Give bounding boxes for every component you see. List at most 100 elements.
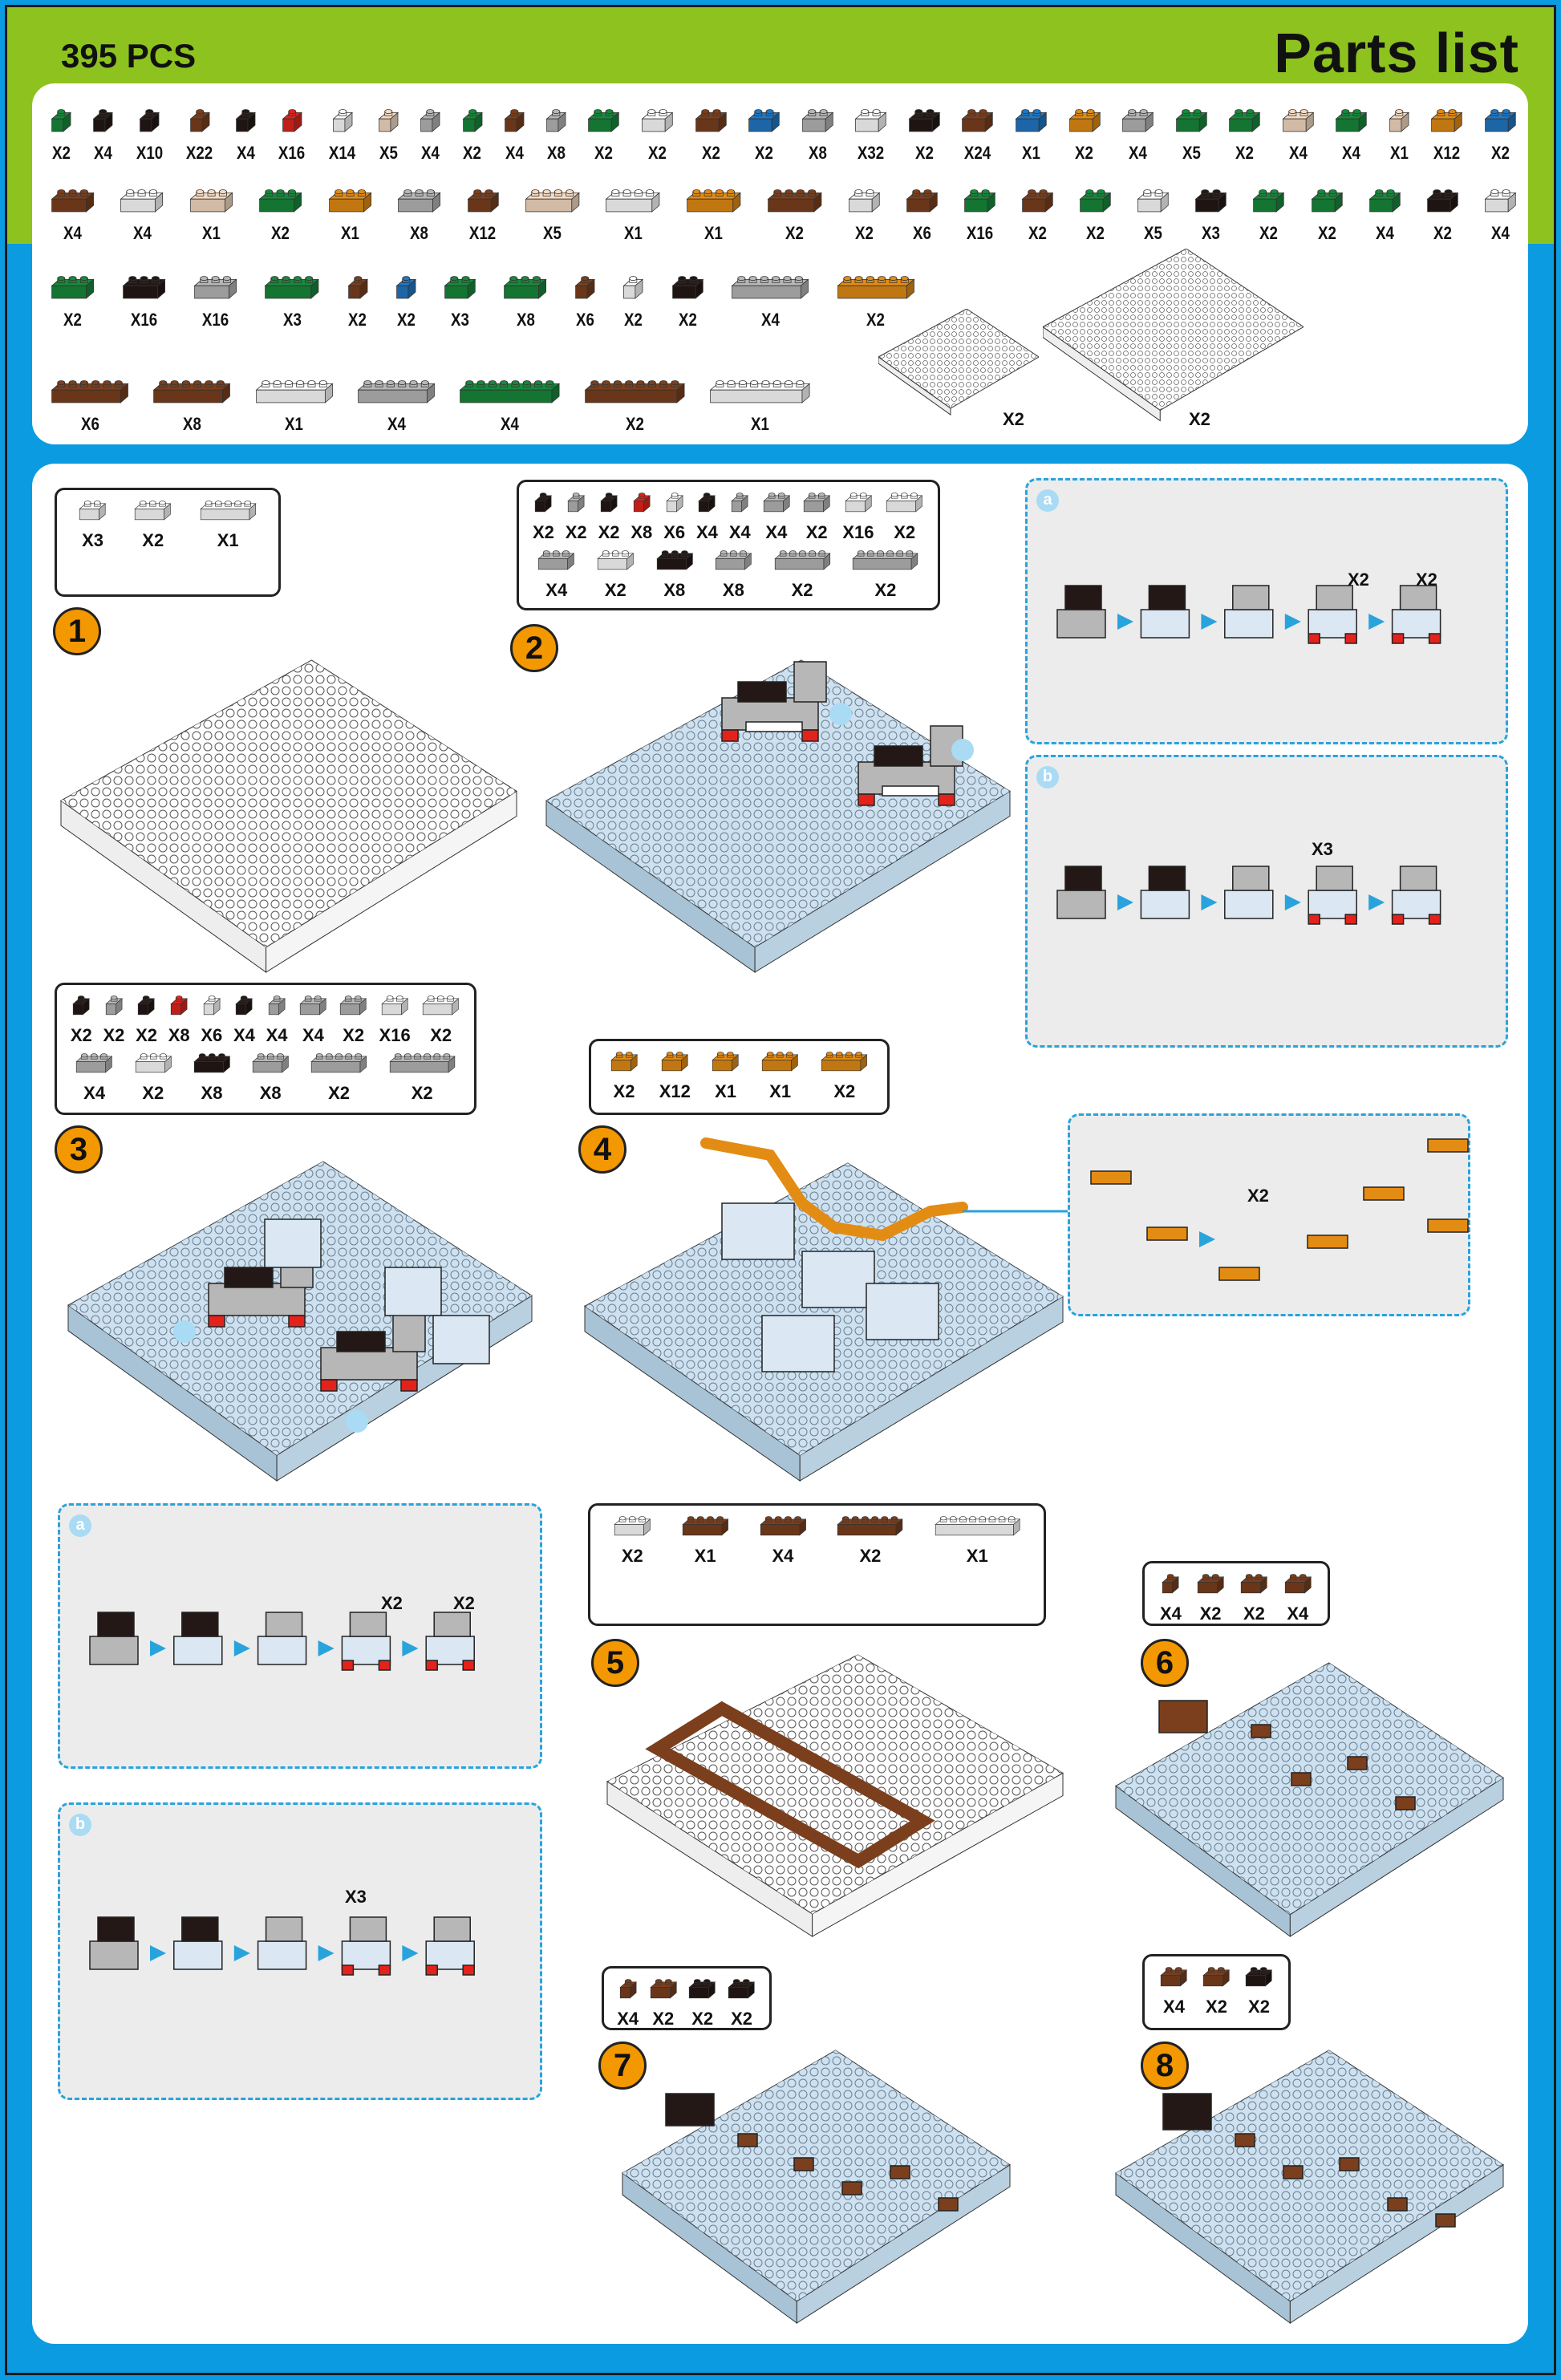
blue-brick-icon	[1014, 104, 1048, 138]
part-quantity: X16	[379, 1025, 411, 1046]
part-item: X2	[395, 271, 418, 330]
part-quantity: X2	[624, 310, 643, 330]
part-quantity: X2	[1075, 143, 1094, 163]
part-quantity: X24	[964, 143, 991, 163]
part-item: X4	[762, 489, 791, 543]
part-item: X2	[50, 271, 95, 330]
part-item: X4	[503, 104, 526, 164]
part-quantity: X4	[772, 1546, 794, 1567]
part-quantity: X16	[842, 522, 874, 543]
part-item: X8	[655, 546, 695, 601]
part-quantity: X2	[271, 223, 290, 243]
sub-paw	[1428, 633, 1441, 644]
part-item: X2	[1227, 104, 1262, 164]
white-brick-icon	[622, 271, 645, 305]
part-quantity: X8	[516, 310, 535, 330]
part-item: X2	[347, 271, 370, 330]
grey-brick-icon	[537, 546, 576, 575]
part-quantity: X2	[1248, 1997, 1270, 2017]
part-item: X2	[583, 375, 687, 435]
part-quantity: X2	[785, 223, 805, 243]
branch-piece	[1363, 1186, 1405, 1201]
part-quantity: X2	[626, 414, 645, 434]
white-brick-icon	[665, 489, 684, 517]
part-item: X2	[885, 489, 924, 543]
part-quantity: X2	[866, 310, 886, 330]
part-item: X2	[421, 991, 460, 1046]
part-item: X4	[298, 991, 327, 1046]
sub-paw	[378, 1964, 391, 1976]
sub-paw	[1308, 914, 1320, 925]
black-brick-icon	[533, 489, 553, 517]
part-quantity: X1	[1389, 143, 1409, 163]
part-item: X24	[960, 104, 995, 164]
part-quantity: X4	[1287, 1604, 1309, 1624]
part-item: X4	[233, 991, 255, 1046]
part-quantity: X2	[805, 522, 828, 543]
part-quantity: X4	[1288, 143, 1308, 163]
step-number-badge: 4	[578, 1125, 626, 1174]
part-item: X8	[630, 489, 652, 543]
callout-marker-a	[951, 739, 974, 761]
sub-brick	[1399, 866, 1437, 891]
wolf-paw	[320, 1379, 338, 1392]
part-quantity: X2	[136, 1025, 158, 1046]
grey-brick-icon	[762, 489, 791, 517]
part-item: X1	[711, 1048, 740, 1102]
part-item: X1	[1388, 104, 1411, 164]
blue-brick-icon	[747, 104, 781, 138]
wolf-head	[392, 1311, 426, 1352]
sub-brick	[433, 1916, 471, 1942]
brown-brick-icon	[649, 1975, 678, 2004]
arrow-icon	[150, 1640, 166, 1656]
part-quantity: X12	[1433, 143, 1461, 163]
branch-piece	[1427, 1138, 1469, 1153]
branch-piece	[1090, 1170, 1132, 1185]
sub-brick	[89, 1636, 139, 1665]
part-quantity: X2	[678, 310, 697, 330]
part-item: X2	[136, 991, 157, 1046]
brown-brick	[1283, 2165, 1304, 2179]
white-brick-icon	[78, 497, 107, 525]
rock	[264, 1218, 322, 1268]
part-quantity: X4	[1375, 223, 1394, 243]
part-item: X4	[75, 1049, 114, 1104]
part-item: X8	[152, 375, 232, 435]
black-brick-icon	[907, 104, 942, 138]
part-item: X8	[168, 991, 190, 1046]
grey-brick-icon	[75, 1049, 114, 1078]
part-item: X16	[121, 271, 167, 330]
part-item: X2	[820, 1048, 869, 1102]
part-quantity: X4	[501, 414, 520, 434]
brown-brick	[1235, 2133, 1255, 2147]
part-item: X4	[759, 1512, 808, 1567]
part-item: X8	[396, 184, 442, 244]
brown-brick	[1291, 1772, 1312, 1786]
part-quantity: X4	[760, 310, 780, 330]
part-item: X4	[50, 184, 95, 244]
part-item: X14	[326, 104, 358, 164]
baseplate-icon	[1042, 248, 1304, 430]
white-brick-icon	[1136, 184, 1170, 218]
part-quantity: X2	[1433, 223, 1452, 243]
grey-brick-icon	[419, 104, 442, 138]
white-brick-icon	[1483, 184, 1518, 218]
grey-brick-icon	[545, 104, 568, 138]
part-item: X2	[613, 1512, 652, 1567]
part-quantity: X1	[201, 223, 221, 243]
part-quantity: X2	[621, 1546, 643, 1567]
part-item: X32	[853, 104, 888, 164]
part-quantity: X6	[201, 1025, 223, 1046]
arrow-icon	[233, 1640, 250, 1656]
white-brick-icon	[844, 489, 873, 517]
part-quantity: X2	[343, 1025, 365, 1046]
part-item: X6	[574, 271, 597, 330]
part-quantity: X2	[1028, 223, 1047, 243]
wolf-paw	[288, 1315, 306, 1328]
rock	[432, 1315, 490, 1364]
